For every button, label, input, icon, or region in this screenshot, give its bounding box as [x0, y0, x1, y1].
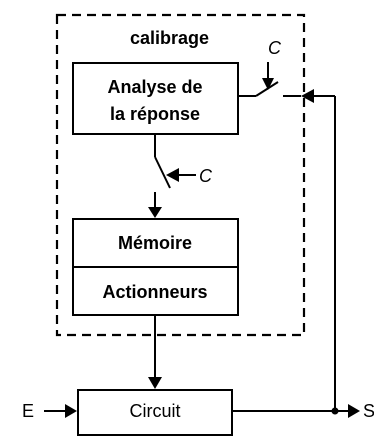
analyse-label-line2: la réponse [110, 104, 200, 124]
middle-switch [154, 134, 171, 207]
memoire-label: Mémoire [118, 233, 192, 253]
input-arrow [65, 404, 77, 418]
output-junction-dot [331, 407, 339, 415]
circuit-box [77, 389, 233, 436]
middle-switch-arrow-down [148, 207, 162, 218]
input-label: E [22, 401, 34, 421]
top-switch [238, 81, 301, 97]
output-label: S [363, 401, 374, 421]
calibration-group-label: calibrage [130, 28, 209, 48]
calibration-group-boundary [55, 13, 306, 337]
output-arrow [348, 404, 360, 418]
analyse-label-line1: Analyse de [107, 77, 202, 97]
top-switch-control-label: C [268, 38, 282, 58]
feedback-arrow [301, 89, 314, 103]
middle-switch-control-label: C [199, 166, 213, 186]
circuit-label: Circuit [129, 401, 180, 421]
memoire-box [72, 218, 239, 268]
actionneurs-label: Actionneurs [102, 282, 207, 302]
top-switch-control-arrow [262, 78, 274, 90]
middle-switch-control-arrow [166, 168, 179, 182]
actionneurs-box [72, 266, 239, 316]
actionneurs-to-circuit-arrow [148, 377, 162, 389]
